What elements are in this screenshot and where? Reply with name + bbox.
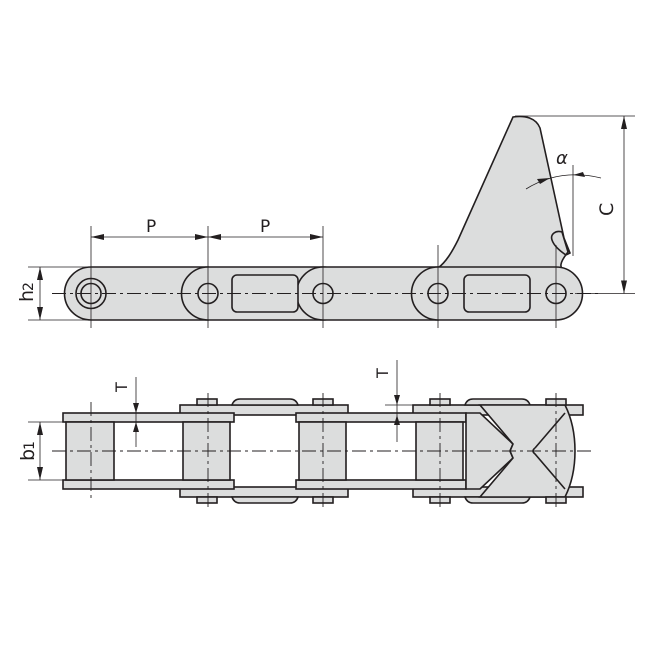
arrowheads — [133, 403, 139, 432]
t-label-1: T — [112, 382, 131, 393]
plate-window-bump — [463, 398, 532, 406]
inner-plate-bottom — [62, 479, 235, 490]
inner-plate-bottom — [295, 479, 467, 490]
svg-text:2: 2 — [21, 282, 37, 291]
angle-arc — [525, 174, 602, 190]
alpha-label: α — [556, 148, 568, 169]
c-label: C — [596, 203, 618, 216]
plan-view: b 1 T T — [17, 360, 592, 510]
arrowheads — [537, 172, 585, 184]
b1-label: b 1 — [17, 441, 39, 461]
plate-window-bump — [463, 496, 532, 504]
svg-text:b: b — [17, 449, 39, 461]
side-view: P P h 2 C α — [16, 115, 635, 328]
h2-label: h 2 — [16, 282, 38, 302]
attachment-edge — [534, 412, 566, 449]
plate-window-bump — [230, 496, 300, 504]
inner-plate-top — [62, 412, 235, 423]
arrowheads — [37, 267, 43, 320]
plate-window-bump — [230, 398, 300, 406]
arrowheads — [37, 422, 43, 480]
t-label-2: T — [373, 368, 392, 379]
svg-text:h: h — [16, 290, 38, 302]
pitch-label-2: P — [260, 217, 270, 237]
arrowheads — [91, 234, 323, 240]
attachment-wing — [435, 115, 577, 285]
inner-plate-top — [295, 412, 467, 423]
svg-text:1: 1 — [22, 441, 38, 450]
pitch-label-1: P — [146, 217, 156, 237]
arrowheads — [394, 395, 400, 425]
